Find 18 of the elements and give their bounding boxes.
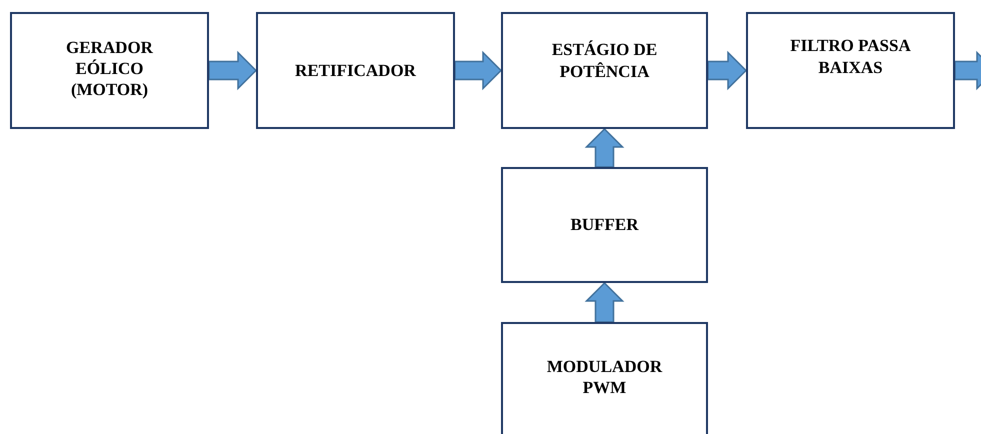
box-label: GERADOR EÓLICO (MOTOR) [65, 36, 154, 100]
box-label: MODULADOR PWM [546, 356, 664, 398]
process-box [10, 12, 209, 129]
box-label: RETIFICADOR [294, 60, 417, 82]
process-box [746, 12, 955, 129]
block-arrow [584, 282, 624, 323]
process-box [501, 167, 708, 283]
box-label: FILTRO PASSA BAIXAS [789, 35, 912, 78]
box-label: BUFFER [570, 214, 640, 236]
process-box [501, 322, 708, 434]
block-arrow [454, 50, 502, 90]
process-box [501, 12, 708, 129]
block-arrow [707, 50, 748, 90]
block-arrow [954, 50, 981, 90]
process-box [256, 12, 455, 129]
block-arrow [584, 128, 624, 168]
block-arrow [208, 50, 258, 90]
box-label: ESTÁGIO DE POTÊNCIA [550, 39, 658, 82]
